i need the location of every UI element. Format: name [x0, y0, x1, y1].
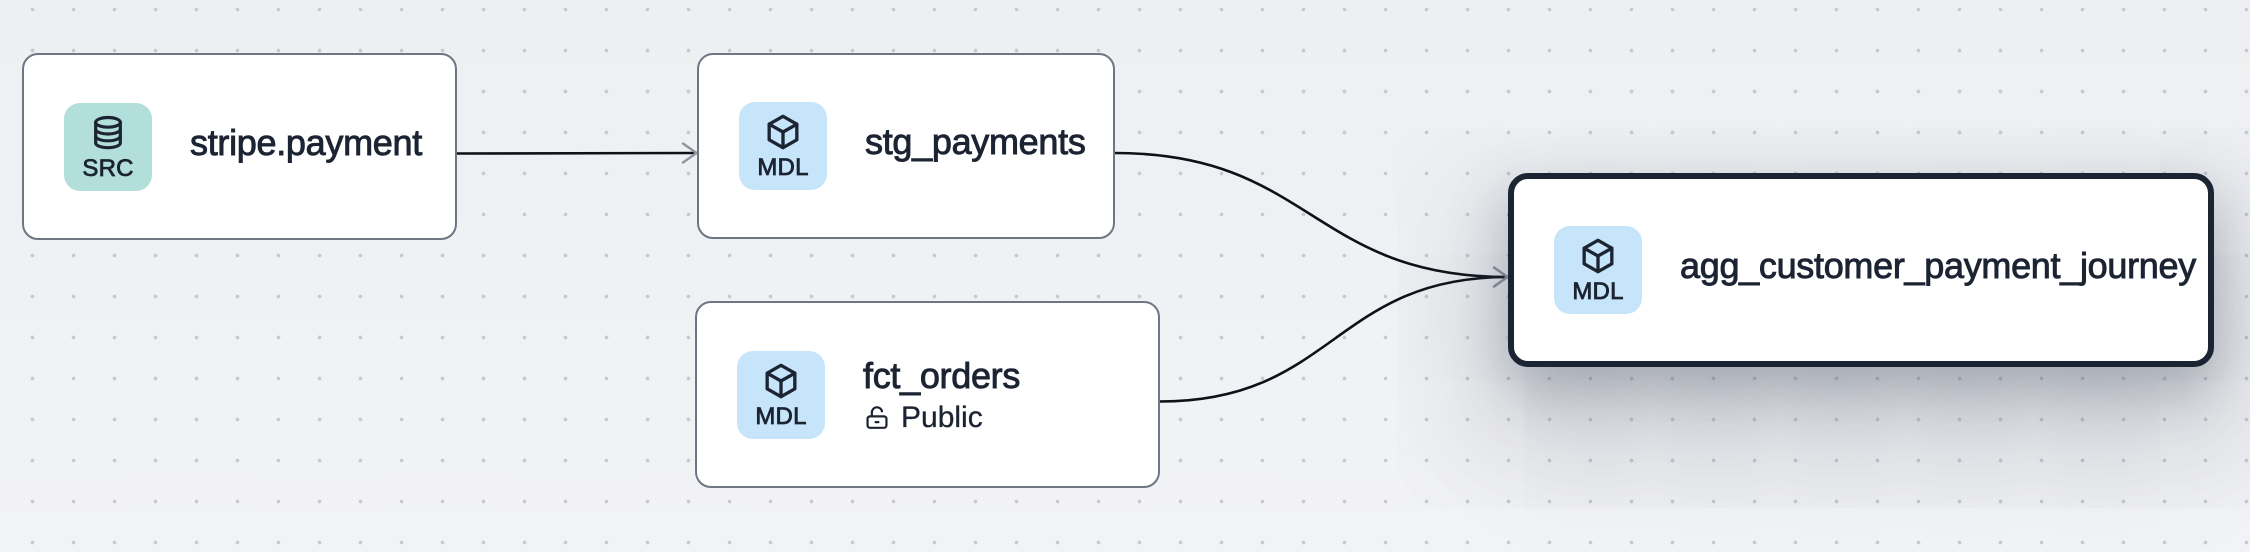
node-title: stripe.payment — [190, 121, 423, 164]
graph-node-stg_payments[interactable]: MDL stg_payments — [697, 53, 1115, 239]
unlock-icon — [863, 404, 891, 432]
node-title: agg_customer_payment_journey — [1680, 245, 2197, 287]
node-title: stg_payments — [865, 121, 1087, 163]
graph-node-stripe.payment[interactable]: SRC stripe.payment — [22, 53, 457, 240]
cube-icon — [763, 112, 803, 152]
graph-node-fct_orders[interactable]: MDL fct_orders Public — [695, 301, 1160, 488]
edge-arrowhead-icon — [681, 142, 698, 164]
edge-fct_orders-to-agg_customer_payment_journey — [1159, 275, 1509, 403]
edge-arrowhead-icon — [1492, 266, 1509, 288]
node-type-label: SRC — [82, 154, 134, 182]
edge-arrowhead-icon — [1492, 266, 1509, 288]
node-visibility-label: Public — [901, 401, 983, 435]
node-type-label: MDL — [755, 402, 807, 430]
database-icon — [88, 113, 128, 153]
node-type-badge: MDL — [737, 350, 825, 439]
cube-icon — [1578, 236, 1618, 276]
node-type-label: MDL — [757, 154, 809, 181]
node-visibility: Public — [863, 403, 1020, 433]
node-type-badge: SRC — [64, 102, 152, 191]
node-type-badge: MDL — [1554, 226, 1642, 314]
node-type-badge: MDL — [739, 102, 827, 190]
edge-stripe.payment-to-stg_payments — [456, 151, 698, 155]
graph-node-agg_customer_payment_journey[interactable]: MDL agg_customer_payment_journey — [1508, 173, 2214, 367]
node-type-label: MDL — [1572, 278, 1624, 305]
node-title: fct_orders — [863, 354, 1021, 397]
cube-icon — [761, 361, 801, 401]
edge-stg_payments-to-agg_customer_payment_journey — [1114, 151, 1509, 279]
